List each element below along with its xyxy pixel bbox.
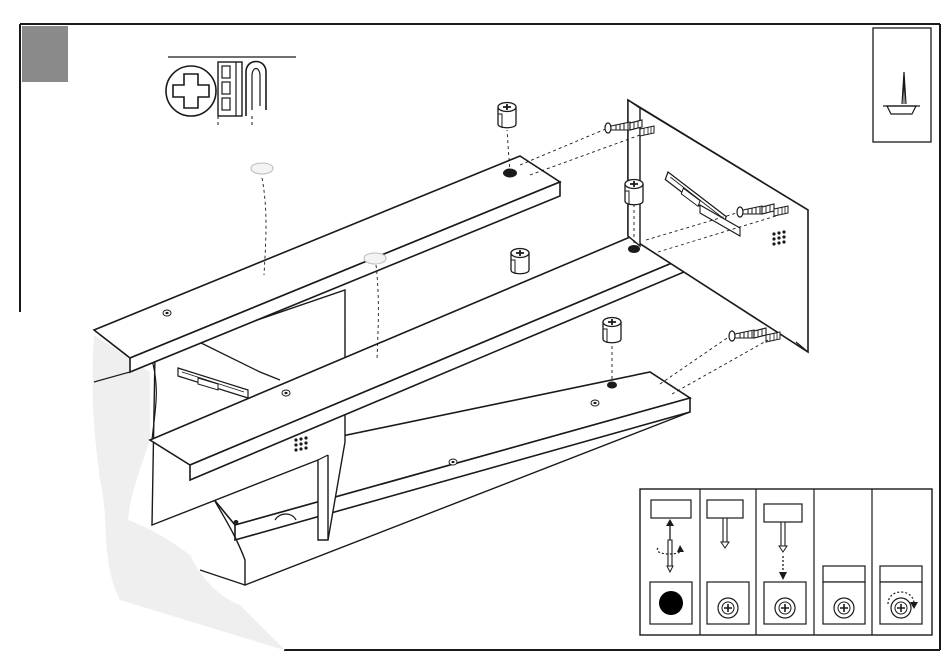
legend-panel-5 (880, 566, 922, 624)
legend-panel-4 (823, 566, 865, 624)
floor-protection-icon (873, 28, 931, 142)
cam-lock-icon (625, 180, 643, 206)
cam-lock-icon (603, 318, 621, 344)
cam-lock-icon (498, 103, 516, 129)
phillips-screwdriver-icon (166, 57, 296, 128)
cam-inserted-icon (823, 566, 865, 582)
cam-bolt-icon (729, 328, 766, 341)
step-number-block (22, 26, 68, 82)
back-panel (628, 100, 808, 352)
cam-lock-icon (511, 249, 529, 275)
cam-lock-procedure-legend (640, 489, 932, 635)
